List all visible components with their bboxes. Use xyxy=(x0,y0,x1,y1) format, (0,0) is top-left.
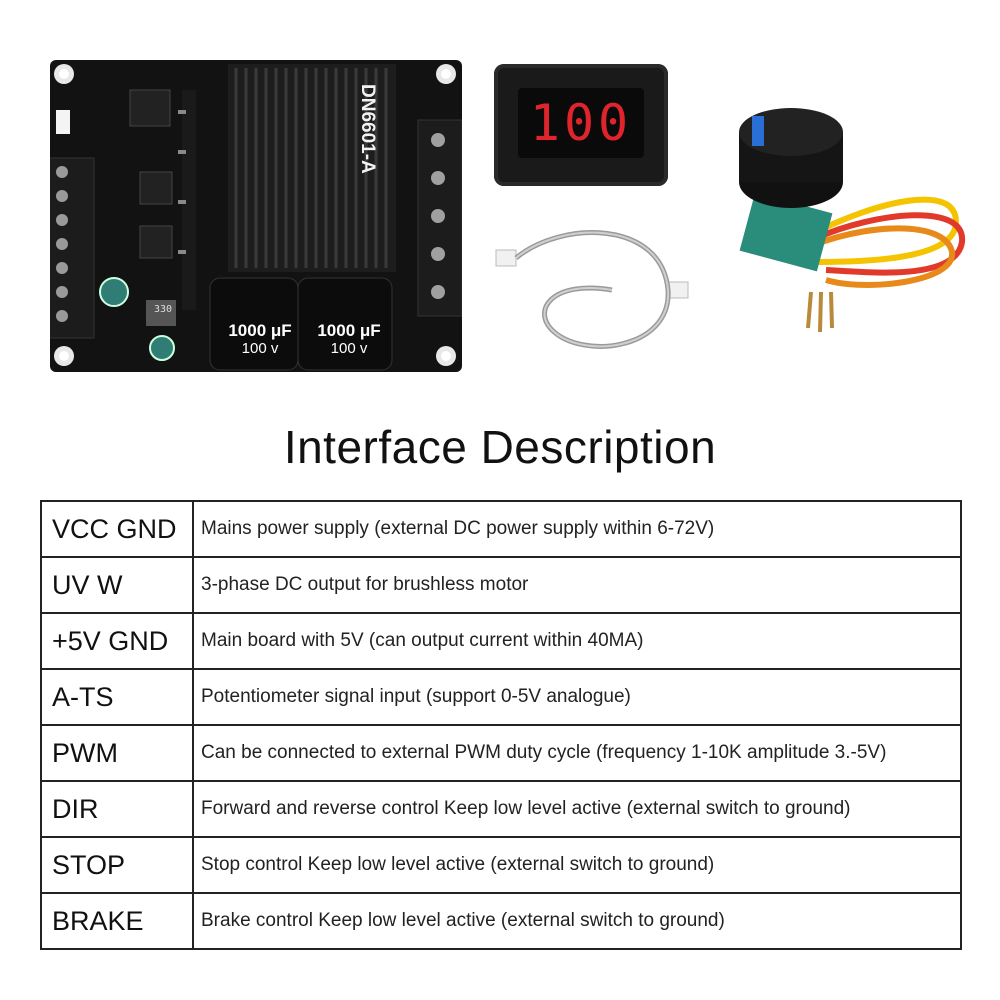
interface-name: PWM xyxy=(40,724,194,782)
table-row: STOP Stop control Keep low level active … xyxy=(40,836,962,894)
display-screen: 100 xyxy=(518,88,644,158)
table-row: DIR Forward and reverse control Keep low… xyxy=(40,780,962,838)
capacitor-2: 1000 μF 100 v xyxy=(302,322,396,358)
table-row: +5V GND Main board with 5V (can output c… xyxy=(40,612,962,670)
table-row: PWM Can be connected to external PWM dut… xyxy=(40,724,962,782)
interface-description: Potentiometer signal input (support 0-5V… xyxy=(192,668,962,726)
table-row: BRAKE Brake control Keep low level activ… xyxy=(40,892,962,950)
interface-name: STOP xyxy=(40,836,194,894)
interface-name: UV W xyxy=(40,556,194,614)
controller-board-image xyxy=(50,60,462,372)
interface-name: BRAKE xyxy=(40,892,194,950)
interface-name: VCC GND xyxy=(40,500,194,558)
interface-description: Can be connected to external PWM duty cy… xyxy=(192,724,962,782)
table-row: UV W 3-phase DC output for brushless mot… xyxy=(40,556,962,614)
digital-display-image: 100 xyxy=(494,64,668,186)
page-title: Interface Description xyxy=(283,421,717,473)
interface-description: 3-phase DC output for brushless motor xyxy=(192,556,962,614)
table-row: VCC GND Mains power supply (external DC … xyxy=(40,500,962,558)
interface-description: Main board with 5V (can output current w… xyxy=(192,612,962,670)
potentiometer-image xyxy=(739,108,966,333)
table-row: A-TS Potentiometer signal input (support… xyxy=(40,668,962,726)
interface-description: Stop control Keep low level active (exte… xyxy=(192,836,962,894)
capacitor-2-voltage: 100 v xyxy=(330,340,368,357)
interface-name: DIR xyxy=(40,780,194,838)
capacitor-1: 1000 μF 100 v xyxy=(216,322,304,358)
connection-cable-image xyxy=(495,230,689,349)
capacitor-1-voltage: 100 v xyxy=(241,340,279,357)
display-reading: 100 xyxy=(529,94,633,152)
interface-description: Brake control Keep low level active (ext… xyxy=(192,892,962,950)
board-label: DN6601-A xyxy=(357,84,378,174)
interface-name: +5V GND xyxy=(40,612,194,670)
product-photo: DN6601-A 330 1000 μF 100 v 1000 μF 100 v… xyxy=(0,0,1000,400)
interface-name: A-TS xyxy=(40,668,194,726)
inductor-label: 330 xyxy=(154,304,173,315)
interface-description: Mains power supply (external DC power su… xyxy=(192,500,962,558)
interface-description: Forward and reverse control Keep low lev… xyxy=(192,780,962,838)
capacitor-1-rating: 1000 μF xyxy=(228,321,292,340)
interface-table: VCC GND Mains power supply (external DC … xyxy=(40,500,962,950)
capacitor-2-rating: 1000 μF xyxy=(317,321,381,340)
